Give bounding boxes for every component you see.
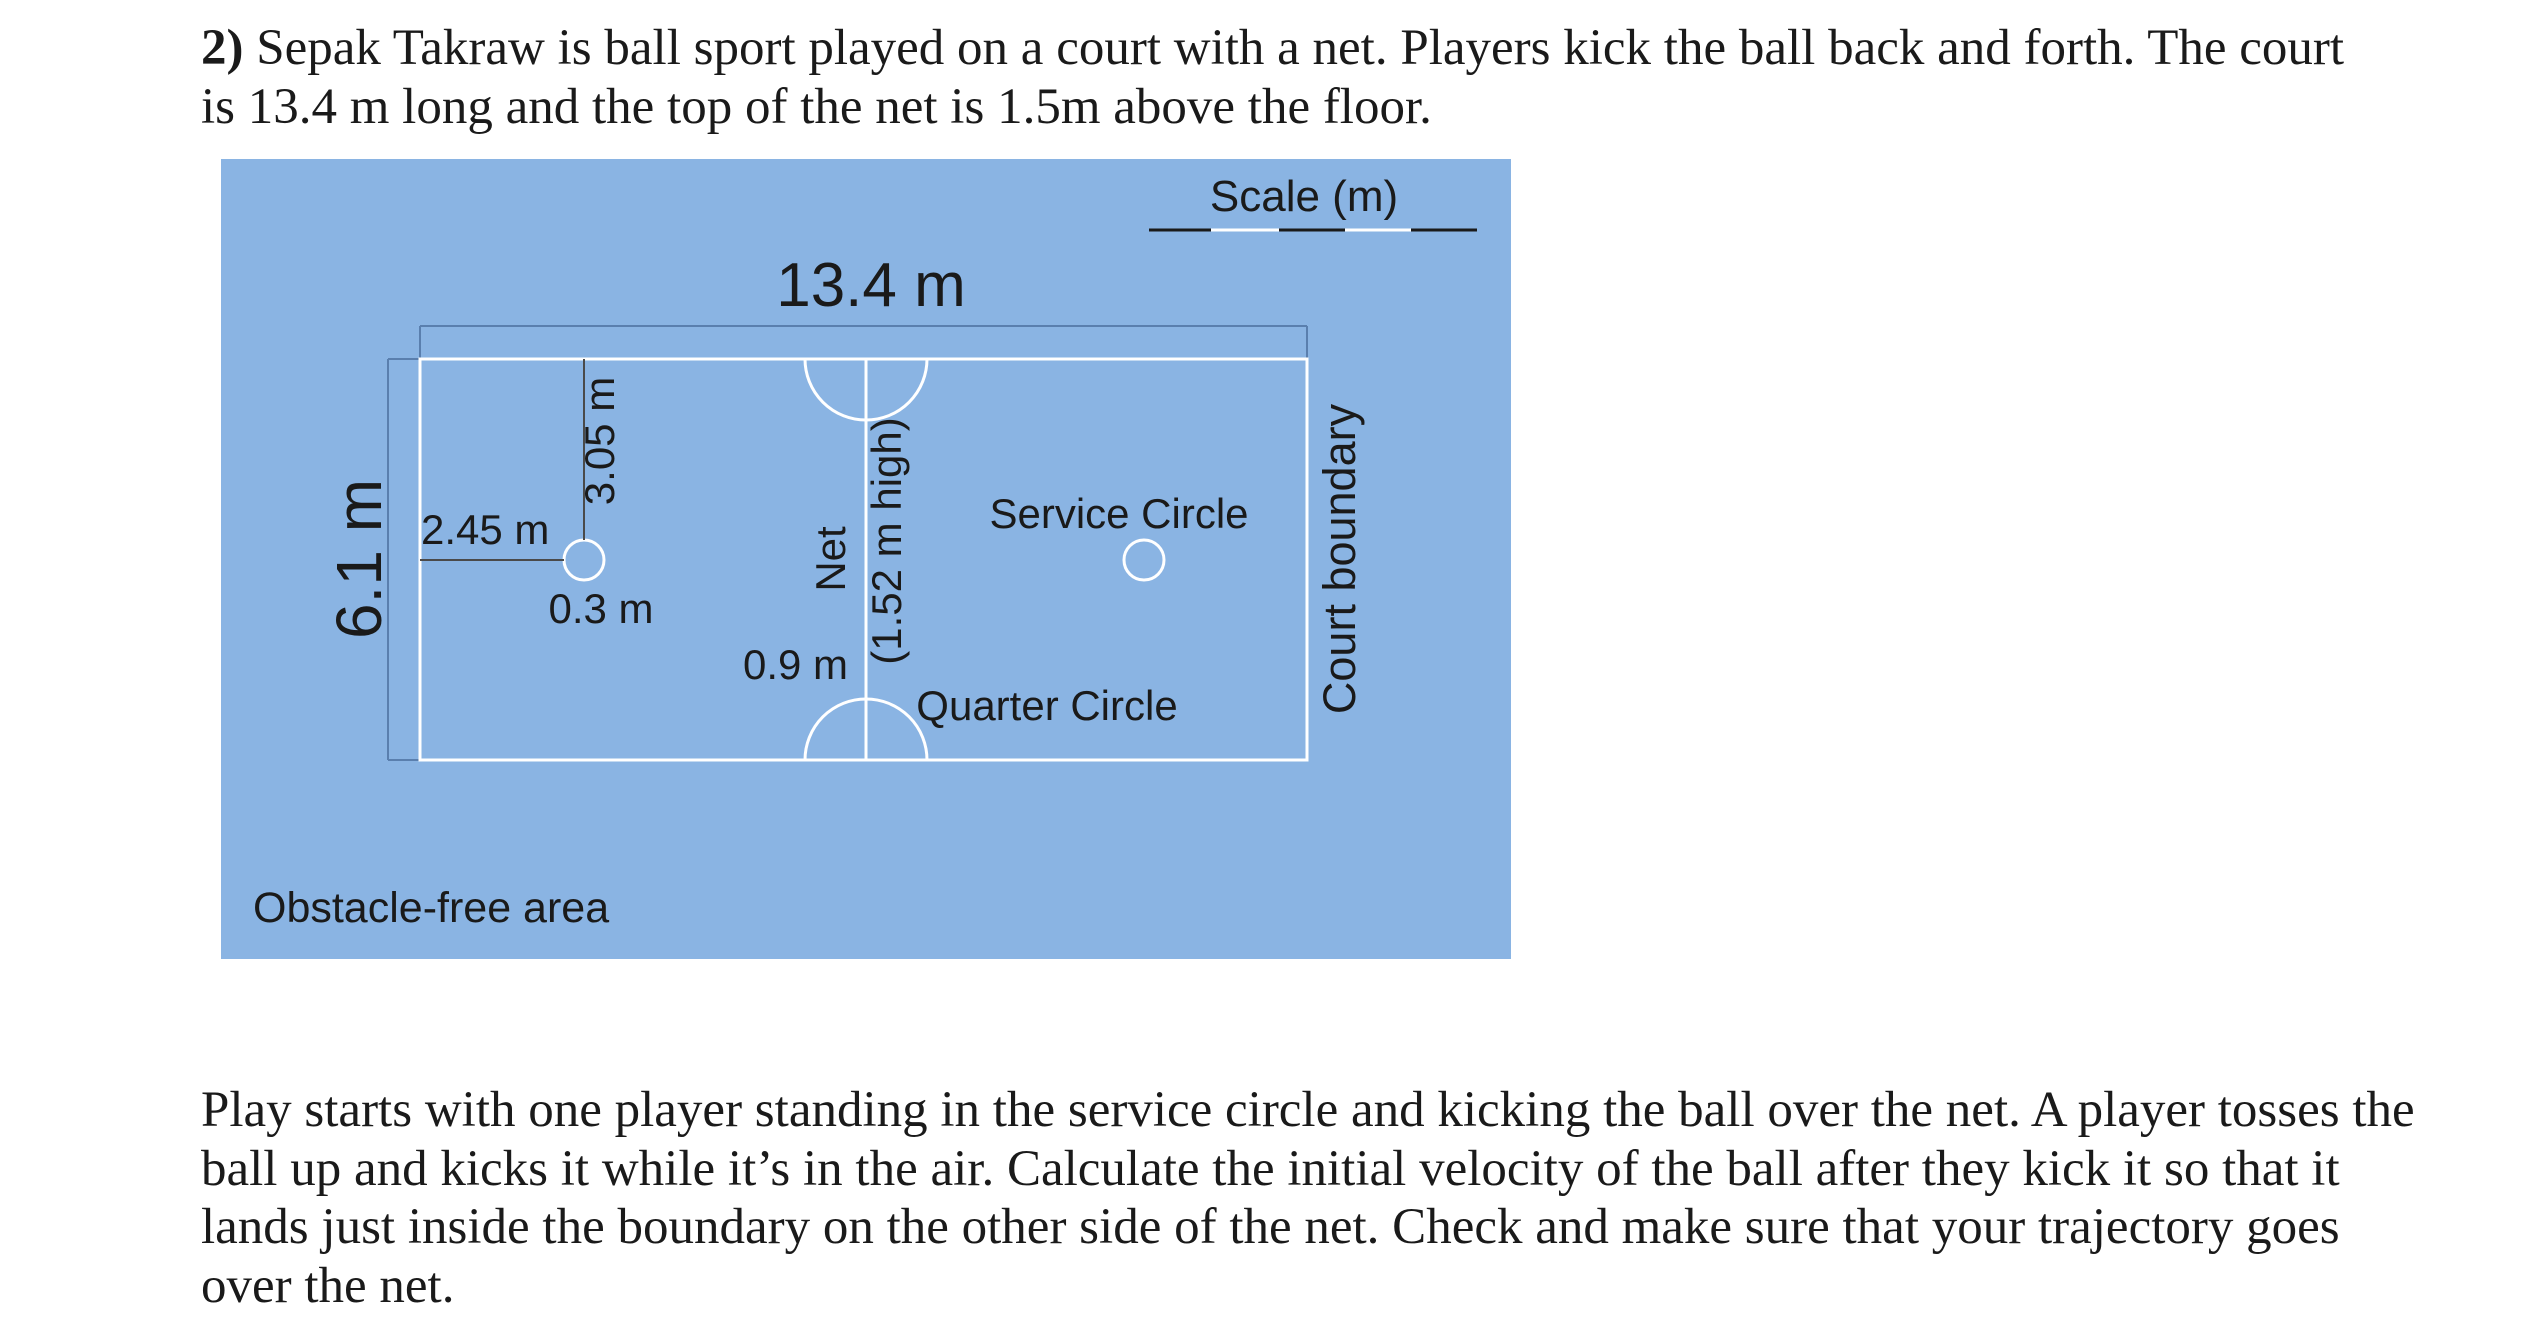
court-length-label: 13.4 m: [776, 251, 966, 320]
court-boundary-label: Court boundary: [1314, 403, 1365, 714]
net-label: Net: [807, 526, 854, 592]
quarter-circle-bottom: [803, 697, 929, 761]
problem-intro: 2) Sepak Takraw is ball sport played on …: [201, 19, 2381, 136]
scale-label: Scale (m): [1210, 172, 1398, 221]
service-circle-right: [1122, 538, 1166, 582]
quarter-circle-label: Quarter Circle: [916, 682, 1177, 729]
problem-task: Play starts with one player standing in …: [201, 1082, 2415, 1314]
problem-number: 2): [201, 20, 244, 76]
quarter-radius-label: 0.9 m: [743, 641, 848, 688]
service-distance-label: 2.45 m: [421, 506, 549, 553]
net-height-label: (1.52 m high): [863, 417, 910, 664]
problem-intro-text: Sepak Takraw is ball sport played on a c…: [201, 20, 2345, 135]
court-diagram: Scale (m) 13.4 m 6.1 m 2.45 m 3.05 m 0.3…: [221, 159, 1511, 959]
width-dimension-line: [387, 358, 420, 761]
service-offset-label: 3.05 m: [576, 377, 623, 505]
service-dimension-lines: [420, 359, 585, 561]
obstacle-free-area-label: Obstacle-free area: [253, 884, 609, 932]
quarter-circle-top: [803, 358, 929, 422]
service-circle-label: Service Circle: [989, 490, 1248, 537]
length-dimension-line: [419, 325, 1308, 359]
service-radius-label: 0.3 m: [548, 585, 653, 632]
court-width-label: 6.1 m: [323, 479, 395, 639]
